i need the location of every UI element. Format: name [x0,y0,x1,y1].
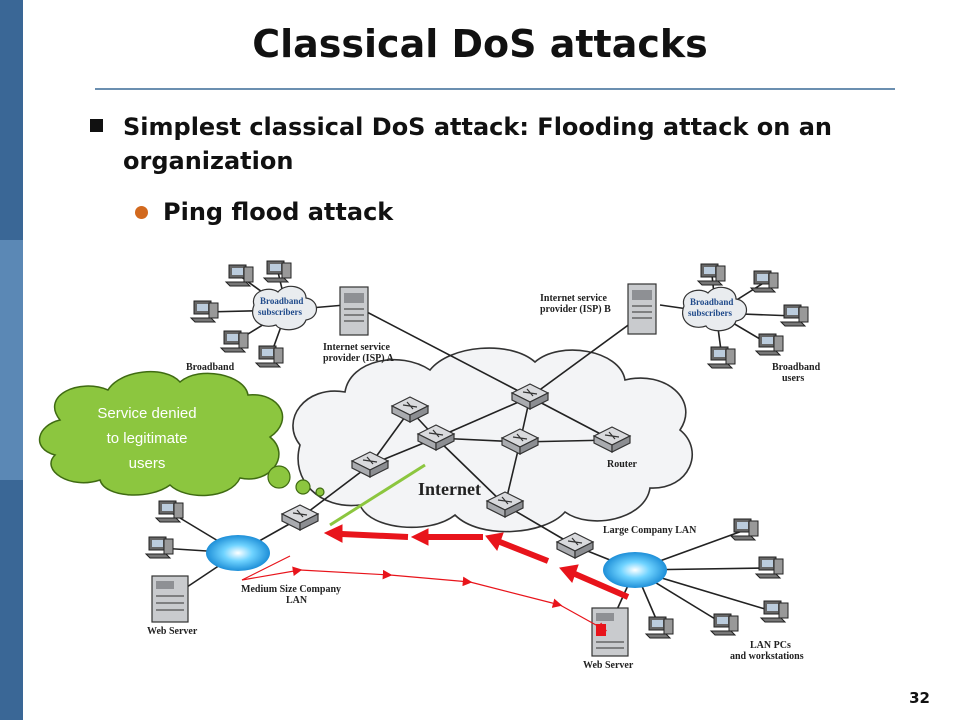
medium-lan-cloud [206,535,270,571]
computer-icon [262,260,292,283]
computer-icon [644,616,674,639]
isp-b-server-icon [627,283,657,335]
title-divider [95,88,895,90]
web-server-left-label: Web Server [147,626,198,637]
left-accent-bar [0,0,23,720]
bullet-1-text: Simplest classical DoS attack: Flooding … [123,113,833,175]
computer-icon [779,304,809,327]
computer-icon [749,270,779,293]
callout-line-3: users [129,455,166,472]
computer-icon [759,600,789,623]
thin-attack-path [241,555,608,632]
isp-b-label-2: provider (ISP) B [540,304,611,315]
web-server-right-icon [591,607,629,657]
router-icon [350,451,390,478]
large-company-lan-label: Large Company LAN [603,525,697,536]
left-bar-segment [0,240,23,480]
router-icon [416,424,456,451]
broadband-cloud-left [252,285,318,331]
isp-a-label-1: Internet service [323,342,390,353]
routers [280,383,632,559]
slide-title: Classical DoS attacks [252,22,708,66]
computer-icon [219,330,249,353]
round-bullet-icon [135,206,148,219]
isp-a-label-2: provider (ISP) A [323,353,395,364]
medium-lan-label-2: LAN [286,595,308,606]
green-pointer-line [329,463,426,527]
computer-icon [224,264,254,287]
lan-pcs-label-2: and workstations [730,651,804,662]
service-denied-callout [38,370,325,497]
broadband-subscribers-right-1: Broadband [690,297,733,307]
callout-line-1: Service denied [97,405,196,422]
bullet-level-2: Ping flood attack [135,198,393,226]
broadband-cloud-right [682,286,748,332]
workstations [144,260,809,639]
web-server-right-label: Web Server [583,660,634,671]
broadband-subscribers-right-2: subscribers [688,308,733,318]
computer-icon [189,300,219,323]
isp-b-label-1: Internet service [540,293,607,304]
computer-icon [696,263,726,286]
computer-icon [754,556,784,579]
square-bullet-icon [90,119,103,132]
computer-icon [754,333,784,356]
router-icon [280,504,320,531]
broadband-subscribers-left-1: Broadband [260,296,303,306]
bullet-2-text: Ping flood attack [163,198,394,226]
computer-icon [144,536,174,559]
router-icon [390,396,430,423]
flood-arrow [341,531,409,540]
page-number: 32 [909,689,930,707]
internet-label: Internet [418,479,481,499]
computer-icon [254,345,284,368]
flood-arrow [498,539,550,564]
large-lan-cloud [603,552,667,588]
web-server-left-icon [151,575,189,623]
medium-lan-label-1: Medium Size Company [241,584,341,595]
flood-arrows [323,524,630,600]
computer-icon [154,500,184,523]
callout-line-2: to legitimate [107,430,188,447]
isp-a-server-icon [339,286,369,336]
router-icon [555,532,595,559]
broadband-users-right-1: Broadband [772,362,821,373]
computer-icon [729,518,759,541]
computer-icon [709,613,739,636]
router-icon [500,428,540,455]
bullet-level-1: Simplest classical DoS attack: Flooding … [90,110,850,178]
broadband-subscribers-left-2: subscribers [258,307,303,317]
router-icon [510,383,550,410]
router-icon [592,426,632,453]
router-icon [485,491,525,518]
router-label: Router [607,459,638,470]
broadband-users-right-2: users [782,373,804,384]
computer-icon [706,346,736,369]
broadband-users-left: Broadband [186,362,235,373]
flood-arrow [573,571,630,600]
lan-pcs-label-1: LAN PCs [750,640,791,651]
